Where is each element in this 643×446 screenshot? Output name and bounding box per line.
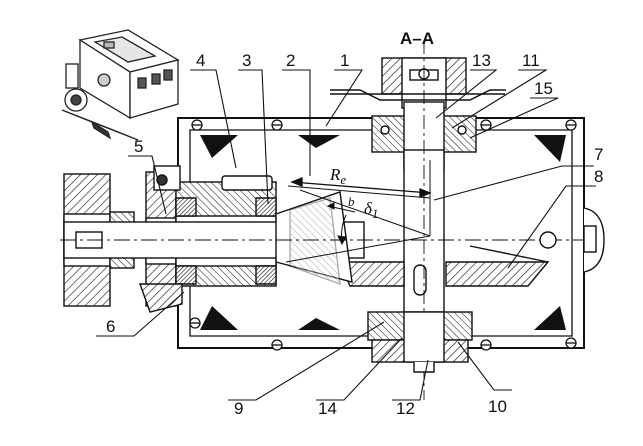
- label-part-15: 15: [534, 79, 553, 98]
- housing-bolts: [189, 119, 577, 351]
- label-re: Re: [329, 165, 346, 187]
- bottom-bearing-boss: [367, 311, 473, 373]
- pitch-cone-lines: [285, 160, 431, 263]
- label-part-13: 13: [472, 51, 491, 70]
- label-b: b: [348, 194, 355, 209]
- label-part-10: 10: [488, 397, 507, 416]
- b-dimension: [326, 202, 356, 213]
- label-part-2: 2: [286, 51, 295, 70]
- re-dimension: [290, 177, 432, 198]
- delta-angle: [337, 214, 347, 246]
- label-part-1: 1: [340, 51, 349, 70]
- isometric-view: [61, 29, 180, 141]
- label-part-3: 3: [242, 51, 251, 70]
- label-part-6: 6: [106, 317, 115, 336]
- large-bevel-gear: [338, 245, 550, 287]
- label-part-14: 14: [318, 399, 337, 418]
- label-part-12: 12: [396, 399, 415, 418]
- sight-plug: [539, 207, 605, 273]
- label-delta: δ1: [364, 199, 378, 221]
- housing-ribs: [200, 135, 566, 330]
- label-part-9: 9: [234, 399, 243, 418]
- label-part-4: 4: [196, 51, 205, 70]
- leader-lines: [96, 69, 596, 401]
- input-shaft-assembly: [63, 165, 365, 313]
- section-label: A–A: [400, 29, 434, 48]
- label-part-8: 8: [594, 167, 603, 186]
- label-part-11: 11: [522, 51, 540, 70]
- part-labels: A–A 1 2 3 4 5 6 7 8 9 10 11 12 13 14 15 …: [106, 29, 603, 418]
- label-part-7: 7: [594, 145, 603, 164]
- label-part-5: 5: [134, 137, 143, 156]
